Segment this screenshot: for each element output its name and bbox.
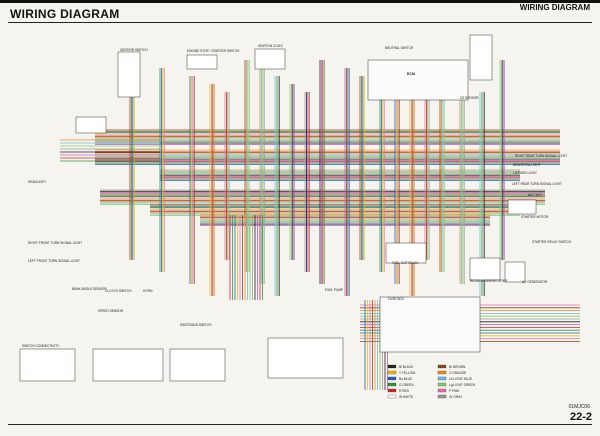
legend-label-lb: Lb LIGHT BLUE bbox=[449, 377, 472, 381]
ac-generator bbox=[504, 261, 526, 283]
battery-label: BATTERY bbox=[528, 193, 543, 197]
legend-label-lg: Lg LIGHT GREEN bbox=[449, 383, 476, 387]
switch-connectivity-3 bbox=[169, 348, 226, 382]
turn-signal-front-left-label: LEFT FRONT TURN SIGNAL LIGHT bbox=[28, 259, 80, 263]
headlight-label: HEADLIGHT bbox=[28, 180, 46, 184]
top-border bbox=[0, 0, 600, 3]
legend-swatch-lg bbox=[437, 382, 447, 387]
legend-label-gr: Gr GRAY bbox=[449, 395, 463, 399]
turn-signal-rear-left-label: LEFT REAR TURN SIGNAL LIGHT bbox=[512, 182, 562, 186]
ecm bbox=[367, 59, 469, 101]
legend-title: SWITCH CONNECTIVITY bbox=[22, 344, 60, 348]
wire-color-legend: Bl BLACK Y YELLOW Bu BLUE G GREEN R RED W WHI… bbox=[387, 364, 476, 399]
legend-swatch-r bbox=[387, 388, 397, 393]
regulator-rectifier-label: REGULATOR/RECTIFIER bbox=[470, 279, 508, 283]
section-title: WIRING DIAGRAM bbox=[519, 3, 590, 12]
legend-swatch-g bbox=[387, 382, 397, 387]
connector-box bbox=[75, 116, 107, 134]
legend-label-w: W WHITE bbox=[399, 395, 413, 399]
page-title: WIRING DIAGRAM bbox=[10, 7, 120, 21]
ignition-coils-label: IGNITION COILS bbox=[258, 44, 283, 48]
regulator-rectifier bbox=[469, 257, 501, 281]
ignition-switch-label: IGNITION SWITCH bbox=[120, 48, 148, 52]
legend-swatch-p bbox=[437, 388, 447, 393]
license-light-label: LICENSE LIGHT bbox=[513, 171, 537, 175]
fuel-pump-label: FUEL PUMP bbox=[325, 288, 343, 292]
fuse-box-label: FUSE BOX bbox=[388, 297, 405, 301]
brake-taillight-label: BRAKE/TAILLIGHT bbox=[513, 163, 541, 167]
ignition-coils bbox=[254, 48, 286, 70]
fuse-box bbox=[379, 296, 481, 353]
neutral-switch-label: NEUTRAL SWITCH bbox=[385, 46, 414, 50]
legend-label-bl: Bl BLACK bbox=[399, 365, 414, 369]
top-rule bbox=[8, 22, 592, 23]
page-number: 22-2 bbox=[569, 411, 592, 423]
legend-label-bu: Bu BLUE bbox=[399, 377, 412, 381]
legend-label-g: G GREEN bbox=[399, 383, 414, 387]
component-boxes bbox=[19, 34, 537, 382]
bank-angle-sensor-label: BANK ANGLE SENSOR bbox=[72, 287, 107, 291]
wire-bundle bbox=[60, 60, 580, 390]
legend-swatch-gr bbox=[437, 394, 447, 399]
battery bbox=[507, 199, 537, 215]
switch-connectivity-1 bbox=[19, 348, 76, 382]
fuel-cut-relay-label: FUEL CUT RELAY bbox=[392, 261, 419, 265]
legend-swatch-br bbox=[437, 364, 447, 369]
fuel-cut-relay bbox=[385, 242, 427, 264]
engine-stop-switch bbox=[186, 54, 218, 70]
legend-swatch-w bbox=[387, 394, 397, 399]
legend-swatch-bu bbox=[387, 376, 397, 381]
turn-signal-front-right-label: RIGHT FRONT TURN SIGNAL LIGHT bbox=[28, 241, 82, 245]
ecm-label: ECM bbox=[407, 72, 415, 76]
sidestand-switch-label: SIDESTAND SWITCH bbox=[180, 323, 212, 327]
turn-signal-rear-right-label: RIGHT REAR TURN SIGNAL LIGHT bbox=[515, 154, 567, 158]
legend-label-p: P PINK bbox=[449, 389, 460, 393]
starter-relay-label: STARTER RELAY SWITCH bbox=[532, 240, 572, 244]
legend-swatch-o bbox=[437, 370, 447, 375]
clutch-switch-label: CLUTCH SWITCH bbox=[105, 289, 132, 293]
starter-motor-label: STARTER MOTOR bbox=[521, 215, 549, 219]
document-code: 01MJC06 bbox=[568, 404, 590, 410]
speed-sensor-label: SPEED SENSOR bbox=[98, 309, 124, 313]
legend-label-r: R RED bbox=[399, 389, 410, 393]
connector-block bbox=[469, 34, 493, 81]
legend-label-o: O ORANGE bbox=[449, 371, 466, 375]
legend-label-br: Br BROWN bbox=[449, 365, 466, 369]
legend-swatch-bl bbox=[387, 364, 397, 369]
ignition-switch bbox=[117, 51, 141, 98]
o2-sensor-label: O2 SENSOR bbox=[460, 96, 479, 100]
ac-generator-label: AC GENERATOR bbox=[522, 280, 548, 284]
legend-label-y: Y YELLOW bbox=[399, 371, 415, 375]
fuse-relay-table bbox=[267, 337, 344, 379]
bottom-rule bbox=[8, 424, 592, 425]
legend-swatch-y bbox=[387, 370, 397, 375]
legend-swatch-lb bbox=[437, 376, 447, 381]
switch-connectivity-2 bbox=[92, 348, 164, 382]
engine-stop-switch-label: ENGINE STOP / STARTER SWITCH bbox=[187, 49, 240, 53]
horn-label: HORN bbox=[143, 289, 153, 293]
